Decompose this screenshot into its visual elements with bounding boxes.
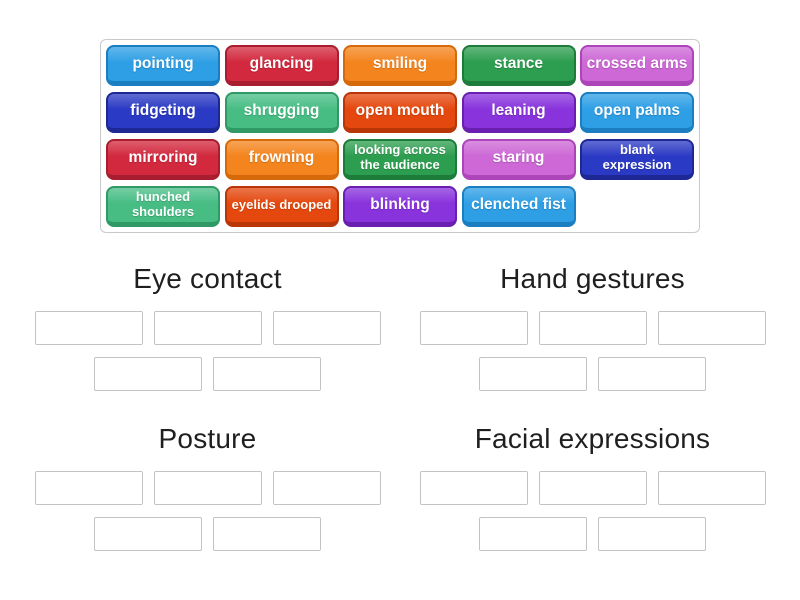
- tile-label: glancing: [249, 55, 314, 73]
- tile-label: shrugging: [243, 102, 320, 120]
- tile-mirroring[interactable]: mirroring: [106, 139, 220, 180]
- tile-leaning[interactable]: leaning: [461, 92, 576, 133]
- word-tile-tray: pointing glancing smiling stance crossed arm…: [100, 39, 700, 233]
- drop-slot[interactable]: [419, 471, 528, 505]
- slot-row: [35, 517, 381, 551]
- drop-slot[interactable]: [479, 517, 587, 551]
- tile-label: fidgeting: [130, 102, 196, 120]
- tile-glancing[interactable]: glancing: [224, 45, 339, 86]
- tile-label: eyelids drooped: [231, 196, 332, 212]
- tile-open-palms[interactable]: open palms: [580, 92, 694, 133]
- tile-label: stance: [493, 55, 544, 73]
- slot-row: [34, 471, 381, 505]
- tile-clenched-fist[interactable]: clenched fist: [461, 186, 576, 227]
- drop-slot[interactable]: [538, 311, 647, 345]
- drop-slot[interactable]: [213, 517, 321, 551]
- slot-row: [420, 517, 766, 551]
- drop-slot[interactable]: [598, 517, 706, 551]
- tile-label: open palms: [593, 102, 681, 120]
- tile-smiling[interactable]: smiling: [343, 45, 457, 86]
- tile-label: blinking: [370, 196, 430, 214]
- group-title: Eye contact: [133, 263, 282, 294]
- tile-label: hunched shoulders: [131, 189, 195, 219]
- tile-crossed-arms[interactable]: crossed arms: [580, 45, 694, 86]
- drop-slot[interactable]: [272, 311, 381, 345]
- drop-slot[interactable]: [538, 471, 647, 505]
- slot-row: [420, 357, 766, 391]
- tile-label: crossed arms: [586, 55, 688, 73]
- slot-row: [419, 471, 766, 505]
- drop-slot[interactable]: [657, 471, 766, 505]
- tile-blank-expression[interactable]: blank expression: [580, 139, 694, 180]
- drop-slot[interactable]: [94, 517, 202, 551]
- group-posture: Posture: [34, 422, 381, 551]
- tile-blinking[interactable]: blinking: [343, 186, 457, 227]
- slot-row: [419, 311, 766, 345]
- tile-staring[interactable]: staring: [461, 139, 576, 180]
- tile-fidgeting[interactable]: fidgeting: [106, 92, 220, 133]
- drop-slot[interactable]: [272, 471, 381, 505]
- drop-slot[interactable]: [34, 311, 143, 345]
- tile-frowning[interactable]: frowning: [224, 139, 339, 180]
- drop-slot[interactable]: [598, 357, 706, 391]
- drop-slot[interactable]: [213, 357, 321, 391]
- slot-row: [35, 357, 381, 391]
- drop-slot[interactable]: [419, 311, 528, 345]
- tile-label: frowning: [248, 149, 315, 167]
- tile-looking-across-the-audience[interactable]: looking across the audience: [343, 139, 457, 180]
- drop-slot[interactable]: [153, 471, 262, 505]
- tile-label: pointing: [132, 55, 194, 73]
- tile-label: leaning: [491, 102, 546, 120]
- group-eye-contact: Eye contact: [34, 262, 381, 391]
- tile-label: mirroring: [128, 149, 198, 167]
- group-title: Posture: [158, 423, 257, 454]
- tile-label: blank expression: [602, 142, 672, 172]
- tile-label: staring: [492, 149, 545, 167]
- drop-slot[interactable]: [479, 357, 587, 391]
- drop-slot[interactable]: [153, 311, 262, 345]
- tile-label: looking across the audience: [354, 142, 446, 172]
- drop-slot[interactable]: [657, 311, 766, 345]
- group-hand-gestures: Hand gestures: [419, 262, 766, 391]
- tile-pointing[interactable]: pointing: [106, 45, 220, 86]
- group-facial-expressions: Facial expressions: [419, 422, 766, 551]
- tile-shrugging[interactable]: shrugging: [224, 92, 339, 133]
- slot-row: [34, 311, 381, 345]
- drop-slot[interactable]: [94, 357, 202, 391]
- group-title: Facial expressions: [474, 423, 711, 454]
- tile-stance[interactable]: stance: [461, 45, 576, 86]
- tile-label: open mouth: [355, 102, 445, 120]
- tile-label: clenched fist: [471, 196, 566, 214]
- group-title: Hand gestures: [500, 263, 685, 294]
- tile-hunched-shoulders[interactable]: hunched shoulders: [106, 186, 220, 227]
- drop-slot[interactable]: [34, 471, 143, 505]
- tile-open-mouth[interactable]: open mouth: [343, 92, 457, 133]
- tile-eyelids-drooped[interactable]: eyelids drooped: [224, 186, 339, 227]
- tile-label: smiling: [372, 55, 428, 73]
